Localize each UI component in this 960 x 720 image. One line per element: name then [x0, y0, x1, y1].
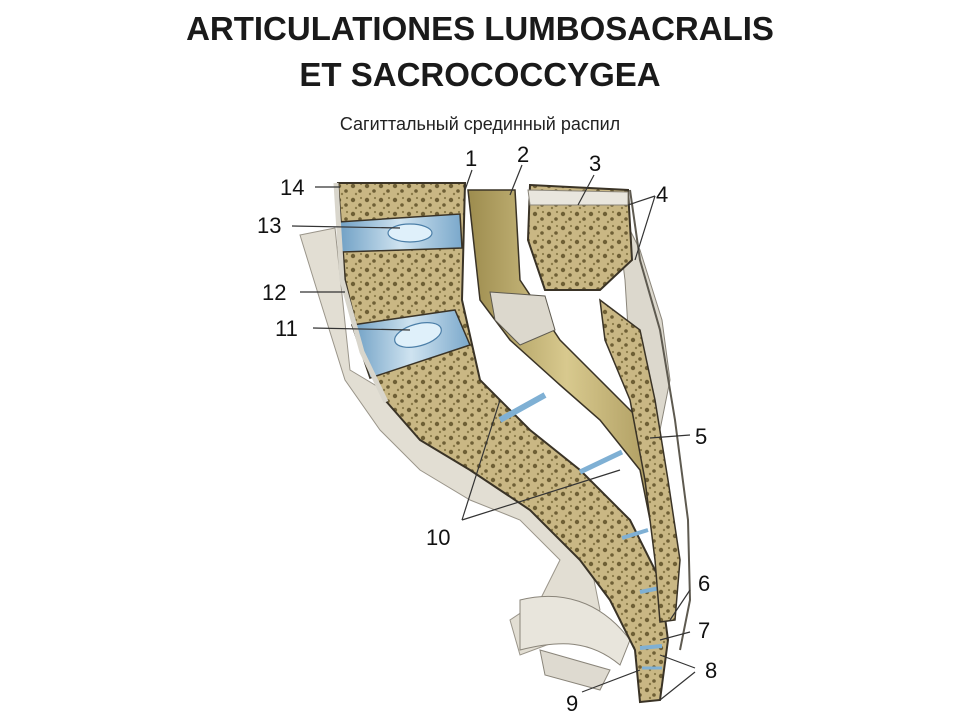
label-11: 11: [275, 316, 298, 341]
label-2: 2: [517, 142, 530, 167]
label-4: 4: [656, 182, 669, 207]
anterior-longitudinal-ligament: [333, 182, 389, 404]
ligamentum-flavum: [489, 291, 556, 346]
supraspinous-ligament: [629, 189, 692, 651]
vertebral-bodies: [336, 182, 670, 704]
label-13: 13: [257, 213, 282, 238]
sacral-disc-2: [578, 449, 624, 475]
sacral-posterior-wall: [599, 298, 681, 623]
nucleus-pulposus-upper: [387, 223, 433, 243]
label-5: 5: [695, 424, 708, 449]
label-12: 12: [262, 280, 287, 305]
lower-ligament-flap: [539, 649, 611, 691]
label-8: 8: [705, 658, 718, 683]
coccygeal-disc-3: [639, 644, 663, 650]
label-6: 6: [698, 571, 711, 596]
leader-lines: [291, 164, 696, 701]
label-7: 7: [698, 618, 711, 643]
title-line-2: ET SACROCOCCYGEA: [299, 56, 661, 93]
label-1: 1: [465, 146, 478, 171]
coccygeal-disc-1: [621, 528, 649, 540]
nucleus-pulposus-lower: [394, 322, 442, 348]
label-3: 3: [589, 151, 602, 176]
label-10: 10: [426, 525, 451, 550]
title-line-1: ARTICULATIONES LUMBOSACRALIS: [186, 10, 774, 47]
label-14: 14: [280, 175, 305, 200]
interspinous-ligament: [527, 189, 629, 206]
spinous-process: [526, 183, 634, 291]
subtitle: Сагиттальный срединный распил: [339, 114, 621, 134]
sacral-disc-1: [498, 392, 547, 423]
label-9: 9: [566, 691, 579, 716]
coccygeal-ligaments: [519, 595, 631, 666]
